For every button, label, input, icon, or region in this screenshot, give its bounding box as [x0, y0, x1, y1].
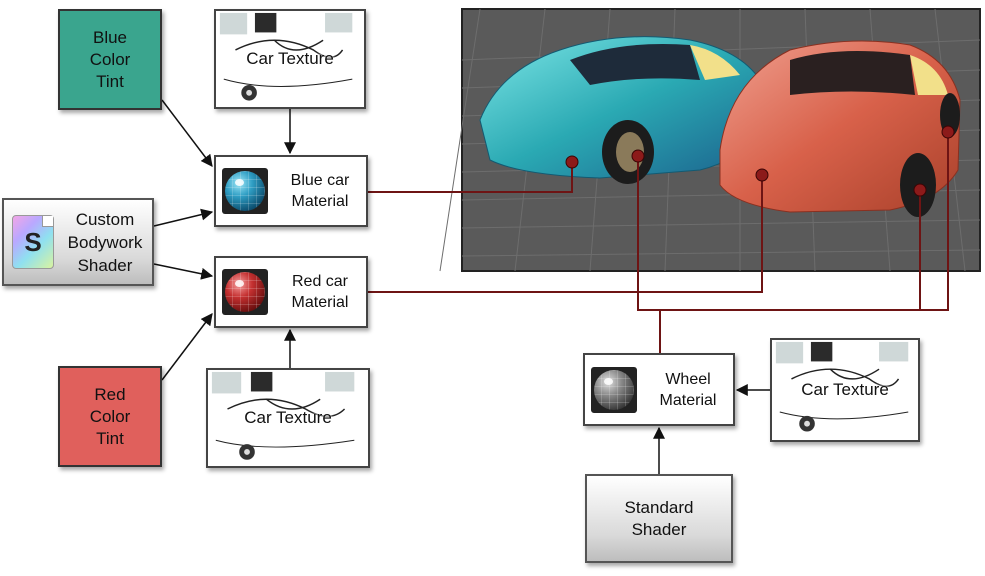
- connection-point: [565, 155, 579, 169]
- flow-arrow: [161, 313, 213, 381]
- car-texture-image: [211, 371, 355, 460]
- material-connector-line: [637, 156, 661, 353]
- car-texture-image: [219, 12, 353, 101]
- car-texture-bottom-node: Car Texture: [206, 368, 370, 468]
- custom-bodywork-shader-node: S Custom Bodywork Shader: [2, 198, 154, 286]
- grid-line: [439, 8, 481, 272]
- connection-point: [631, 149, 645, 163]
- red-car-rear-wheel: [940, 93, 960, 137]
- flow-arrow: [161, 99, 213, 167]
- blue-car-material-node: Blue car Material: [214, 155, 368, 227]
- car-texture-image: [775, 341, 909, 432]
- car-texture-label: Car Texture: [244, 408, 332, 427]
- car-texture-label: Car Texture: [801, 380, 889, 399]
- blue-car-window: [690, 45, 740, 80]
- red-color-tint-node: Red Color Tint: [58, 366, 162, 467]
- blue-color-tint-node: Blue Color Tint: [58, 9, 162, 110]
- wheel-sphere-icon: [591, 366, 637, 413]
- material-connector-line: [920, 132, 949, 311]
- car-texture-right-node: Car Texture: [770, 338, 920, 442]
- connection-point: [941, 125, 955, 139]
- wheel-material-node: Wheel Material: [583, 353, 735, 426]
- blue-car-material-label: Blue car Material: [290, 172, 350, 210]
- shader-icon: S: [12, 215, 54, 269]
- shader-icon-letter: S: [24, 227, 42, 257]
- wheel-material-label: Wheel Material: [659, 370, 717, 409]
- grid-line: [461, 249, 981, 257]
- car-texture-label: Car Texture: [246, 49, 334, 68]
- standard-shader-node: Standard Shader: [585, 474, 733, 563]
- connection-point: [755, 168, 769, 182]
- red-color-tint-label: Red Color Tint: [89, 384, 131, 448]
- material-connector-line: [368, 162, 573, 193]
- custom-bodywork-shader-label: Custom Bodywork Shader: [67, 209, 143, 275]
- flow-arrow: [153, 208, 214, 227]
- car-texture-top-node: Car Texture: [214, 9, 366, 109]
- connection-point: [913, 183, 927, 197]
- blue-sphere-icon: [222, 168, 268, 214]
- red-car-material-node: Red car Material: [214, 256, 368, 328]
- red-car-window: [910, 55, 948, 95]
- flow-arrow: [153, 263, 214, 280]
- red-car-material-label: Red car Material: [291, 273, 349, 311]
- blue-car-windshield: [570, 44, 700, 85]
- blue-color-tint-label: Blue Color Tint: [89, 27, 131, 91]
- grid-line: [461, 219, 981, 229]
- standard-shader-label: Standard Shader: [624, 497, 694, 539]
- red-sphere-icon: [222, 269, 268, 315]
- material-connector-line: [368, 175, 763, 293]
- red-car-windshield: [790, 51, 915, 95]
